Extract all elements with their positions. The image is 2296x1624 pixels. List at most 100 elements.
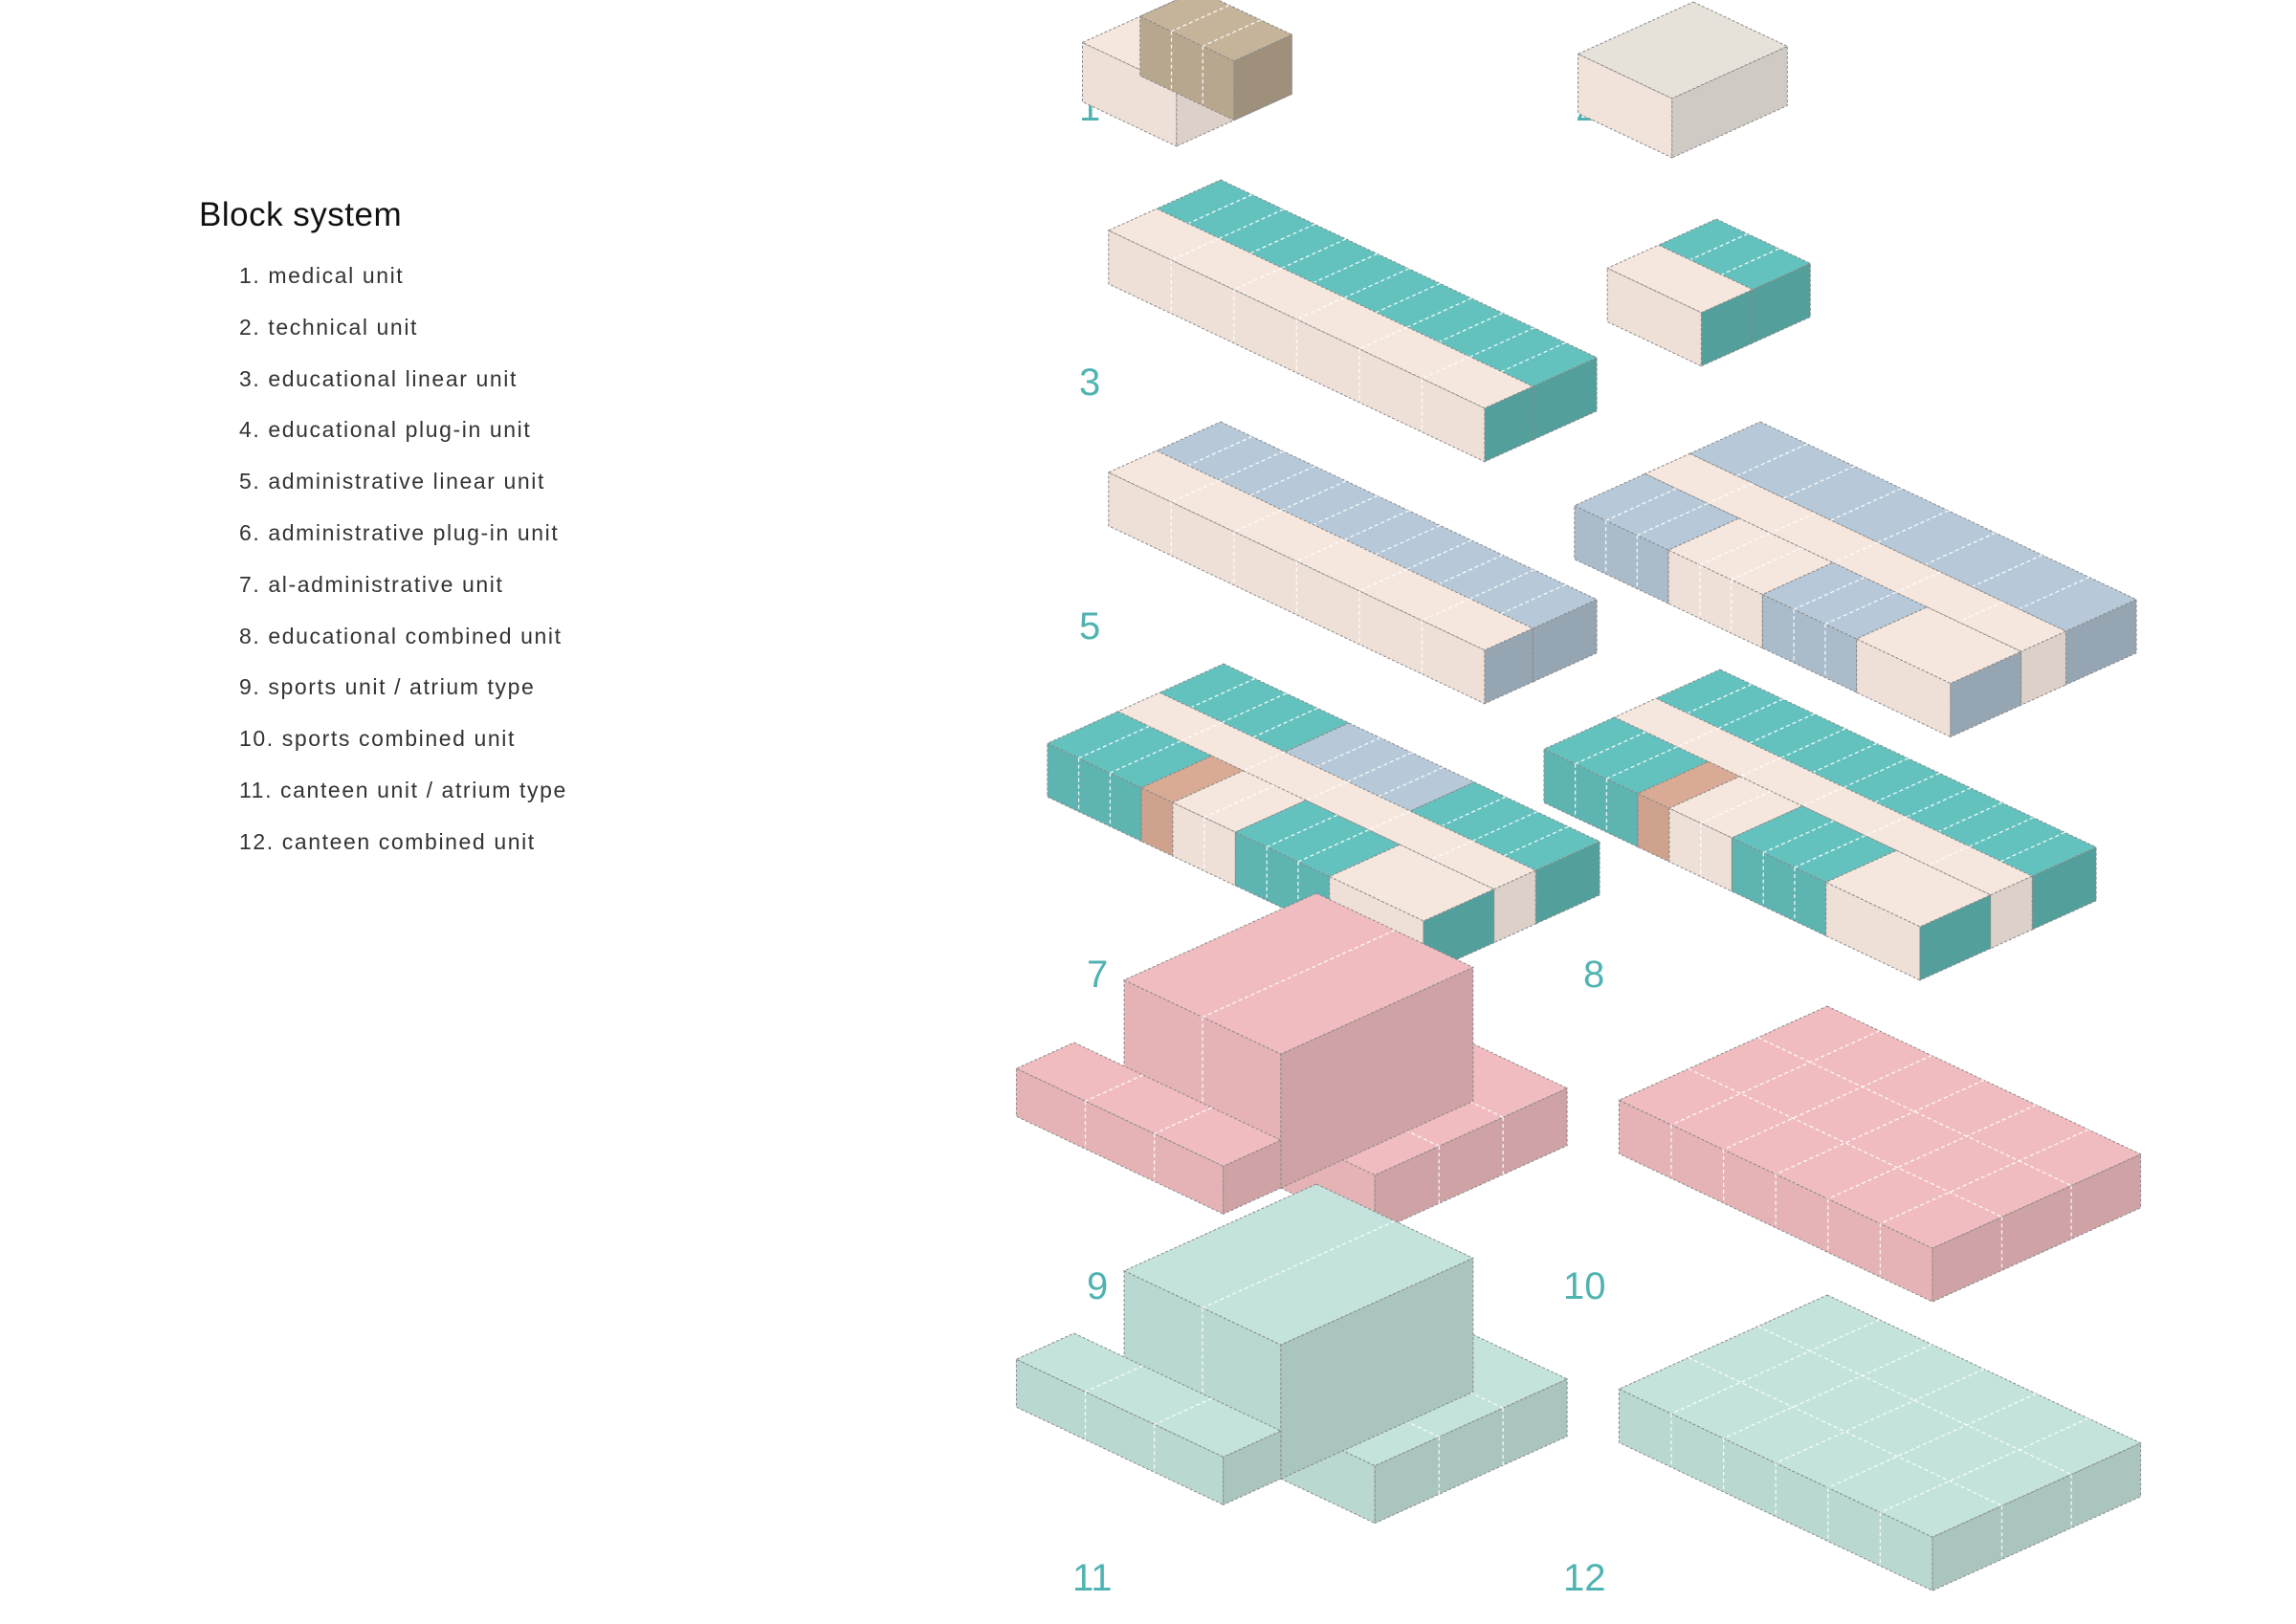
- block-5-back-row-side-face: [1532, 599, 1598, 683]
- block-12-volume-grid-line: [1670, 1319, 1880, 1415]
- block-12-volume-grid-line: [1688, 1356, 2002, 1506]
- block-8-front-e: [1824, 849, 1992, 981]
- block-11-canteen-atrium: [1015, 1183, 1569, 1525]
- block-3-back-row-side-face: [1532, 357, 1598, 441]
- block-11-front-wing-top-face: [1015, 1332, 1283, 1458]
- block-3-front-row-grid-line: [1233, 267, 1283, 291]
- block-7-back-b-grid-line: [1347, 752, 1412, 782]
- block-3-front-row-grid-line: [1296, 296, 1345, 320]
- block-3-front-row-grid-line: [1358, 326, 1408, 350]
- block-5-back-row-grid-line: [1187, 435, 1253, 467]
- block-10-volume-grid-line: [1688, 1067, 2002, 1218]
- block-number-8: 8: [1583, 954, 1604, 996]
- block-10-volume-grid-line: [1757, 1037, 2072, 1187]
- block-12-volume-grid-line: [1757, 1326, 2072, 1476]
- block-3-back-row-grid-line: [1250, 223, 1315, 254]
- block-7-back-c-grid-line: [1472, 811, 1537, 842]
- legend-item-6: 6. administrative plug-in unit: [239, 519, 560, 545]
- block-8-back-grid-line: [1843, 757, 1909, 788]
- block-7-front-c-front-face: [1172, 801, 1236, 887]
- block-3-front-row-grid-line: [1171, 237, 1220, 261]
- block-8-educational-combined: [1542, 669, 2098, 981]
- block-5-front-row-grid-line: [1422, 598, 1470, 622]
- block-7-corridor-grid-line: [1305, 780, 1348, 801]
- block-4-front-top-face: [1606, 244, 1755, 314]
- legend-list: 1. medical unit 2. technical unit 3. edu…: [199, 261, 869, 879]
- block-6-front-d: [1855, 606, 2022, 738]
- block-8-back-grid-line: [1875, 772, 1940, 803]
- block-7-corridor-grid-line: [1243, 751, 1286, 772]
- block-9-hall-top-face: [1122, 892, 1474, 1055]
- block-5-back-row-grid-line: [1501, 583, 1566, 615]
- block-7-back-b-grid-line: [1379, 766, 1444, 798]
- block-7-back-c-grid-line: [1441, 796, 1507, 827]
- block-3-front-row: [1107, 208, 1534, 463]
- block-11-hall-top-face: [1122, 1183, 1474, 1346]
- legend-item-2: 2. technical unit: [239, 314, 419, 340]
- block-number-3: 3: [1079, 362, 1100, 404]
- block-3-back-row-grid-line: [1344, 268, 1409, 298]
- block-6-administrative-plugin: [1573, 421, 2138, 738]
- block-9-sports-atrium: [1015, 892, 1569, 1234]
- block-7-front-d-top-face: [1234, 800, 1402, 878]
- block-8-corridor-grid-line: [1801, 786, 1844, 807]
- legend: Block system 1. medical unit 2. technica…: [199, 196, 869, 879]
- block-number-11: 11: [1072, 1557, 1113, 1599]
- block-7-corridor-grid-line: [1180, 721, 1223, 742]
- block-8-corridor-grid-line: [1739, 757, 1782, 778]
- block-11-front-wing-front-face: [1015, 1358, 1225, 1506]
- block-3-educational-linear: [1107, 179, 1599, 463]
- block-1-volume-side-face: [1233, 33, 1292, 121]
- block-11-hall: [1122, 1183, 1474, 1480]
- legend-item-3: 3. educational linear unit: [239, 365, 518, 391]
- block-6-front-d-side-face: [1950, 650, 2022, 738]
- block-9-front-wing: [1015, 1042, 1283, 1216]
- block-12-volume-grid-line: [1827, 1393, 2037, 1489]
- block-12-volume-grid-line: [1723, 1344, 1932, 1439]
- block-9-front-wing-side-face: [1223, 1139, 1282, 1216]
- block-8-back-grid-line: [1687, 683, 1753, 714]
- block-4-front: [1606, 244, 1755, 367]
- block-5-administrative-linear: [1107, 421, 1599, 705]
- block-3-front-row-grid-line: [1422, 356, 1470, 380]
- block-8-corridor-grid-line: [1676, 727, 1719, 748]
- block-8-corridor-grid-line: [1927, 845, 1970, 867]
- block-3-back-row-grid-line: [1313, 252, 1379, 284]
- block-4-front-front-face: [1606, 267, 1702, 367]
- block-5-front-row-grid-line: [1358, 568, 1408, 592]
- legend-item-1: 1. medical unit: [239, 263, 405, 288]
- block-10-volume-side-face: [1932, 1153, 2142, 1303]
- block-4-back-top-face: [1657, 218, 1812, 291]
- block-10-sports-combined: [1618, 1005, 2142, 1303]
- block-11-hall-grid-line: [1202, 1220, 1396, 1308]
- block-2-technical: [1577, 1, 1789, 159]
- block-7-back-b-grid-line: [1315, 736, 1381, 768]
- block-5-back-row-grid-line: [1250, 465, 1315, 496]
- block-7-corridor-grid-line: [1430, 840, 1473, 861]
- block-8-corridor-grid-line: [1865, 816, 1908, 837]
- block-6-corridor-grid-line: [1832, 541, 1879, 563]
- block-3-back-row-grid-line: [1469, 327, 1534, 358]
- block-11-front-wing: [1015, 1332, 1283, 1506]
- block-number-12: 12: [1563, 1557, 1606, 1599]
- block-3-front-row-top-face: [1107, 208, 1534, 409]
- block-5-front-row: [1107, 450, 1534, 705]
- block-12-volume: [1618, 1294, 2142, 1591]
- block-5-back-row-grid-line: [1313, 494, 1379, 526]
- block-6-corridor-grid-line: [1957, 601, 2004, 623]
- block-5-back-row-grid-line: [1469, 569, 1534, 600]
- block-8-front-e-top-face: [1824, 849, 1992, 928]
- block-10-volume-grid-line: [1723, 1055, 1932, 1151]
- legend-item-10: 10. sports combined unit: [239, 726, 516, 752]
- block-9-front-wing-front-face: [1015, 1067, 1225, 1216]
- legend-item-7: 7. al-administrative unit: [239, 571, 504, 597]
- block-number-5: 5: [1079, 605, 1100, 647]
- block-4-educational-plugin: [1606, 218, 1812, 367]
- block-2-volume-top-face: [1577, 1, 1789, 99]
- block-6-front-a-top-face: [1573, 472, 1740, 551]
- block-5-front-row-grid-line: [1296, 538, 1345, 562]
- legend-item-12: 12. canteen combined unit: [239, 828, 536, 854]
- block-12-volume-grid-line: [1775, 1368, 1985, 1464]
- block-3-back-row-grid-line: [1406, 297, 1472, 328]
- block-5-front-row-top-face: [1107, 450, 1534, 651]
